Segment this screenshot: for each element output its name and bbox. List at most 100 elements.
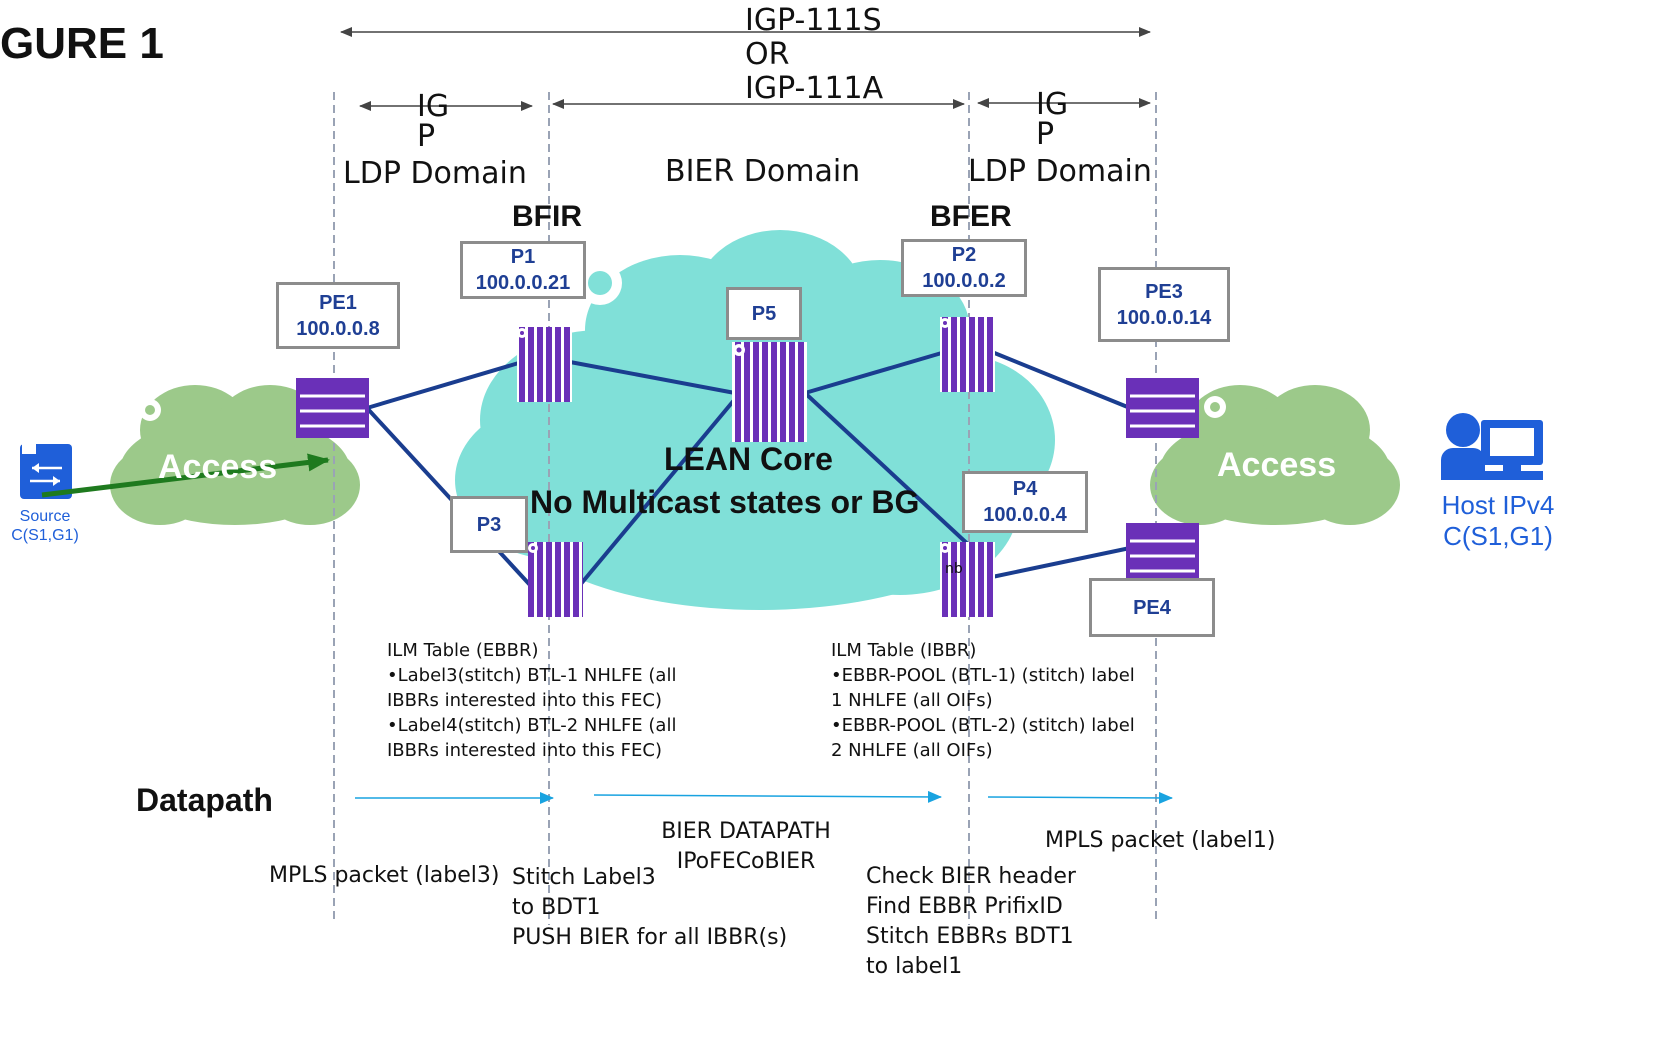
bier-datapath-line2: IPoFECoBIER — [676, 849, 816, 874]
datapath-arrow-bier — [593, 790, 942, 803]
node-p1-name: P1 — [510, 246, 536, 268]
access-cloud-left — [110, 385, 360, 525]
ilm-ebbr-line: ILM Table (EBBR) — [387, 640, 539, 661]
node-pe1-ip: 100.0.0.8 — [296, 317, 380, 340]
node-pe3-name: PE3 — [1145, 280, 1183, 303]
datapath-arrow-ldp-right — [987, 791, 1173, 804]
link-p1-p5 — [569, 360, 736, 395]
check-step: Find EBBR PrifixID — [866, 894, 1063, 919]
link-p5-p4 — [803, 391, 974, 550]
check-step: Stitch EBBRs BDT1 — [866, 924, 1074, 949]
igp-left-line-1: IG — [417, 89, 450, 124]
router-pe1 — [296, 378, 369, 438]
igp-right-line-1: IG — [1036, 87, 1069, 122]
ilm-ibbr-line: 2 NHLFE (all OIFs) — [831, 740, 993, 761]
igp-left-line-2: P — [417, 119, 436, 154]
ilm-ibbr-line: •EBBR-POOL (BTL-1) (stitch) label — [831, 665, 1135, 686]
stitch-step: to BDT1 — [512, 895, 601, 920]
source-icon — [20, 444, 72, 499]
source-label-line2: C(S1,G1) — [11, 527, 79, 544]
ilm-ibbr-line: •EBBR-POOL (BTL-2) (stitch) label — [831, 715, 1135, 736]
core-label-line2: No Multicast states or BG — [530, 484, 920, 520]
bier-datapath-line1: BIER DATAPATH — [661, 819, 831, 844]
check-step: to label1 — [866, 954, 963, 979]
ilm-ibbr-line: 1 NHLFE (all OIFs) — [831, 690, 993, 711]
igp-top-line-2: OR — [745, 37, 790, 72]
router-p2 — [940, 317, 995, 392]
node-box-pe4: PE4 — [1089, 578, 1215, 637]
stitch-step: PUSH BIER for all IBBR(s) — [512, 925, 788, 950]
mpls-packet-label1: MPLS packet (label1) — [1045, 828, 1276, 853]
stitch-label3-steps: Stitch Label3 to BDT1 PUSH BIER for all … — [512, 863, 787, 953]
node-p2-name: P2 — [951, 244, 977, 266]
access-cloud-right — [1150, 385, 1400, 525]
access-label-right: Access — [1217, 446, 1337, 484]
node-p4-name: P4 — [1012, 478, 1038, 500]
router-p4 — [940, 542, 995, 617]
link-p3-p5 — [578, 391, 742, 587]
ilm-ebbr-line: IBBRs interested into this FEC) — [387, 740, 662, 761]
igp-top-line-1: IGP-111S — [745, 3, 882, 38]
link-p4-pe4 — [991, 546, 1131, 579]
router-p5 — [732, 342, 807, 442]
node-box-p3: P3 — [450, 496, 528, 553]
datapath-arrows — [355, 790, 1173, 804]
node-p3-name: P3 — [476, 513, 502, 536]
ilm-table-ebbr: ILM Table (EBBR) •Label3(stitch) BTL-1 N… — [387, 638, 676, 763]
access-label-left: Access — [158, 448, 278, 486]
host-icon — [1441, 413, 1543, 480]
igp-top-line-3: IGP-111A — [745, 71, 884, 106]
host-label-line2: C(S1,G1) — [1443, 521, 1553, 551]
check-bier-steps: Check BIER header Find EBBR PrifixID Sti… — [866, 862, 1076, 982]
link-p5-p2 — [804, 350, 946, 395]
node-p1-ip: 100.0.0.21 — [475, 272, 571, 294]
node-p4-ip: 100.0.0.4 — [983, 504, 1067, 526]
link-pe1-p1 — [366, 360, 523, 410]
router-pe3 — [1126, 378, 1199, 438]
node-box-p1: P1 100.0.0.21 — [460, 241, 586, 299]
node-box-p2: P2 100.0.0.2 — [901, 239, 1027, 297]
domain-label-bier: BIER Domain — [665, 154, 861, 189]
ilm-ibbr-line: ILM Table (IBBR) — [831, 640, 977, 661]
igp-right-label: IG P — [1036, 90, 1068, 150]
host-label-line1: Host IPv4 — [1441, 490, 1555, 520]
node-pe3-ip: 100.0.0.14 — [1116, 306, 1212, 329]
figure-label: GURE 1 — [0, 19, 164, 68]
role-bfer: BFER — [930, 200, 1012, 233]
domain-label-ldp-right: LDP Domain — [968, 154, 1152, 189]
igp-left-label: IG P — [417, 92, 449, 152]
node-p2-ip: 100.0.0.2 — [922, 270, 1006, 292]
node-p5-name: P5 — [751, 302, 777, 325]
link-pe1-p3 — [365, 406, 532, 587]
ilm-ebbr-line: •Label4(stitch) BTL-2 NHLFE (all — [387, 715, 677, 736]
datapath-heading: Datapath — [136, 782, 273, 818]
node-box-p4: P4 100.0.0.4 — [962, 471, 1088, 533]
router-p1 — [517, 327, 572, 402]
mpls-packet-label3: MPLS packet (label3) — [269, 863, 500, 888]
role-bfir: BFIR — [512, 200, 582, 233]
router-p3 — [528, 542, 583, 617]
ilm-ebbr-line: IBBRs interested into this FEC) — [387, 690, 662, 711]
igp-top-label: IGP-111S OR IGP-111A — [745, 4, 883, 106]
node-pe4-name: PE4 — [1133, 596, 1171, 619]
domain-label-ldp-left: LDP Domain — [343, 156, 527, 191]
core-label-line1: LEAN Core — [664, 441, 833, 477]
router-pe4 — [1126, 523, 1199, 583]
links — [365, 350, 1131, 587]
node-box-pe3: PE3 100.0.0.14 — [1098, 267, 1230, 342]
source-label-line1: Source — [19, 508, 71, 525]
source-label: Source C(S1,G1) — [0, 507, 90, 545]
node-box-pe1: PE1 100.0.0.8 — [276, 282, 400, 349]
stitch-step: Stitch Label3 — [512, 865, 656, 890]
ilm-table-ibbr: ILM Table (IBBR) •EBBR-POOL (BTL-1) (sti… — [831, 638, 1135, 763]
node-pe1-name: PE1 — [319, 291, 357, 314]
source-traffic-arrow — [41, 453, 330, 498]
check-step: Check BIER header — [866, 864, 1076, 889]
igp-right-line-2: P — [1036, 117, 1055, 152]
router-p4-small-label: nb — [945, 561, 963, 577]
host-label: Host IPv4 C(S1,G1) — [1432, 490, 1564, 552]
link-p2-pe3 — [991, 350, 1131, 410]
ilm-ebbr-line: •Label3(stitch) BTL-1 NHLFE (all — [387, 665, 677, 686]
bier-datapath-label: BIER DATAPATH IPoFECoBIER — [640, 817, 852, 877]
